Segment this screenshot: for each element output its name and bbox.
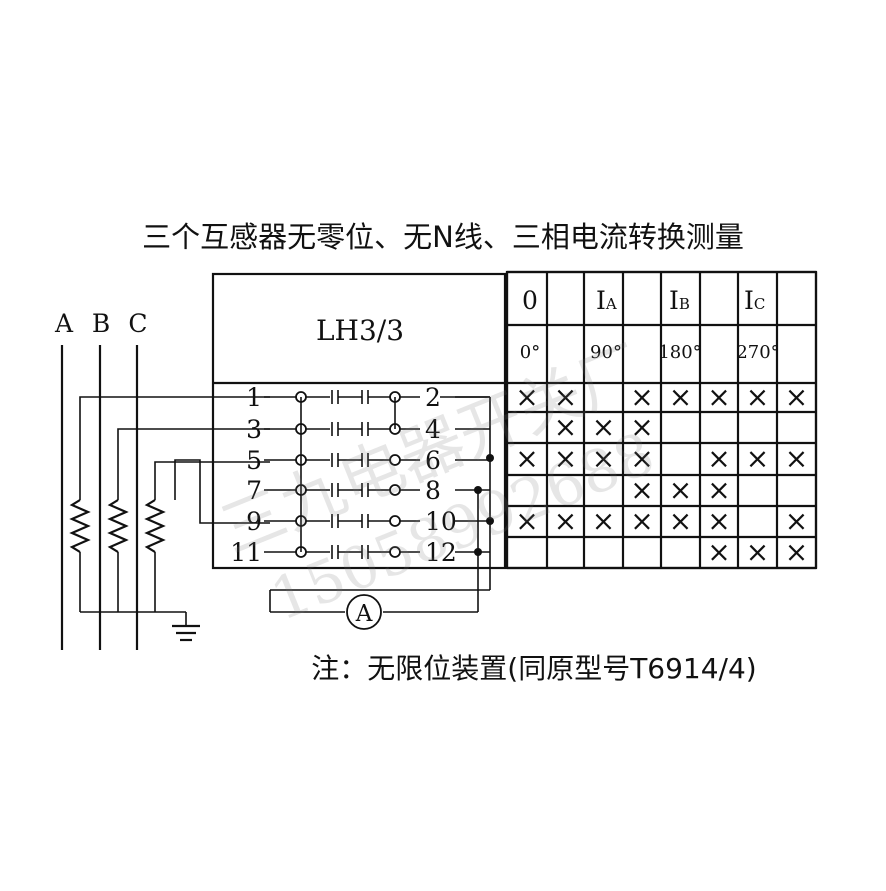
contact-mark: × (707, 474, 730, 507)
contact-mark: × (785, 536, 808, 569)
contact-mark: × (707, 381, 730, 414)
contact-mark: × (554, 505, 577, 538)
contact-mark: × (746, 536, 769, 569)
contact-mark: × (746, 381, 769, 414)
position-angle-0: 0° (520, 342, 540, 363)
ct-return-to-terminal-9 (174, 459, 270, 524)
contact-mark: × (669, 474, 692, 507)
diagram-title: 三个互感器无零位、无N线、三相电流转换测量 (142, 220, 744, 254)
contact-mark: × (630, 474, 653, 507)
contact-mark: × (554, 411, 577, 444)
contact-mark: × (630, 505, 653, 538)
position-angle-ib: 180° (658, 342, 701, 363)
current-transformers (69, 499, 166, 553)
terminal-label: 2 (425, 383, 441, 412)
contact-marks: ×××××××××××××××××××××××××××××× (515, 381, 808, 569)
contact-mark: × (592, 442, 615, 475)
ct-c-to-terminal-5 (154, 461, 270, 500)
contact-mark: × (785, 442, 808, 475)
watermark: 三九电器开关厂 15058992688 (211, 332, 664, 634)
terminal-label: 1 (246, 383, 262, 412)
contact-mark: × (630, 411, 653, 444)
contact-mark: × (554, 381, 577, 414)
contact-mark: × (785, 505, 808, 538)
terminal-label: 12 (425, 538, 457, 567)
phase-busbars (60, 345, 139, 650)
contact-mark: × (592, 411, 615, 444)
terminal-row: 11 12 (230, 538, 490, 567)
contact-mark: × (707, 536, 730, 569)
contact-mark: × (785, 381, 808, 414)
terminal-label: 4 (425, 415, 441, 444)
contact-mark: × (707, 505, 730, 538)
ct-b-to-terminal-3 (117, 428, 270, 500)
contact-mark: × (746, 442, 769, 475)
terminal-label: 7 (246, 476, 262, 505)
position-angle-ic: 270° (736, 342, 779, 363)
contact-mark: × (669, 381, 692, 414)
terminal-label: 3 (246, 415, 262, 444)
terminal-label: 5 (246, 446, 262, 475)
contact-mark: × (669, 505, 692, 538)
diagram-note: 注：无限位装置(同原型号T6914/4) (311, 652, 756, 685)
switch-body: LH3/3 (211, 272, 507, 570)
switch-model-label: LH3/3 (316, 314, 404, 347)
ct-wiring (79, 396, 270, 642)
phase-label-c: C (128, 309, 147, 338)
terminal-label: 9 (246, 507, 262, 536)
position-header-0: 0 (522, 286, 538, 315)
terminal-label: 10 (425, 507, 457, 536)
phase-label-b: B (92, 309, 110, 338)
ct-a-to-terminal-1 (79, 396, 270, 500)
terminal-label: 6 (425, 446, 441, 475)
ct-coil-a (69, 499, 91, 553)
terminal-label: 8 (425, 476, 441, 505)
contact-mark: × (707, 442, 730, 475)
position-header-ia: IA (596, 286, 617, 315)
phase-label-a: A (54, 309, 74, 338)
position-header-ic: IC (744, 286, 765, 315)
contact-mark: × (515, 505, 538, 538)
position-angle-ia: 90° (590, 342, 622, 363)
contact-mark: × (515, 381, 538, 414)
terminal-label: 11 (230, 538, 262, 567)
ammeter-icon (346, 594, 382, 630)
contact-table: 0 0° IA 90° IB 180° IC 270° ××××××××××××… (505, 270, 818, 570)
position-header-ib: IB (669, 286, 690, 315)
contact-mark: × (554, 442, 577, 475)
contact-mark: × (592, 505, 615, 538)
ct-coil-b (107, 499, 129, 553)
ammeter-label: A (355, 601, 373, 627)
output-wiring: A (269, 396, 494, 630)
contact-mark: × (630, 442, 653, 475)
switch-outline (211, 272, 507, 570)
terminal-row: 9 10 (246, 507, 490, 536)
ct-coil-c (144, 499, 166, 553)
contact-mark: × (630, 381, 653, 414)
contact-mark: × (515, 442, 538, 475)
